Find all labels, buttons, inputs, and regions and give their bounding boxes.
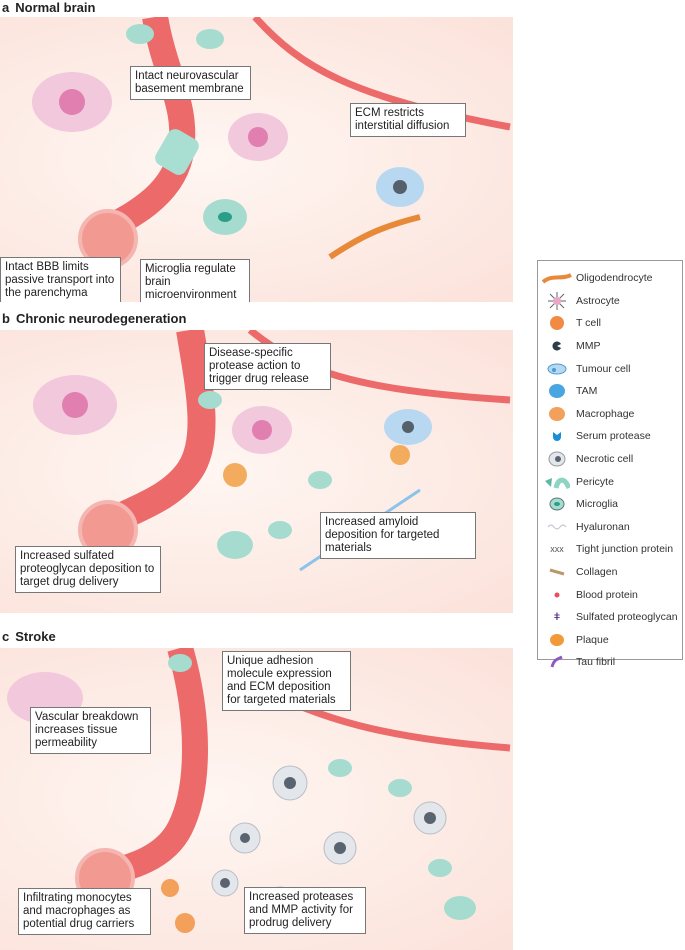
- legend-item-tam: TAM: [542, 380, 678, 403]
- callout-intact-bbb: Intact BBB limits passive transport into…: [0, 257, 121, 302]
- neurodegeneration-illustration: [33, 330, 511, 572]
- plaque-icon: [542, 633, 572, 647]
- legend-item-astrocyte: Astrocyte: [542, 290, 678, 313]
- tam-icon: [542, 383, 572, 399]
- pericyte-icon: [542, 475, 572, 489]
- serum-protease-icon: [542, 431, 572, 442]
- legend-item-tau-fibril: Tau fibril: [542, 651, 678, 674]
- t-cell-icon: [542, 315, 572, 331]
- legend-item-necrotic-cell: Necrotic cell: [542, 448, 678, 471]
- legend-item-microglia: Microglia: [542, 493, 678, 516]
- tumour-cell-icon: [542, 362, 572, 376]
- stroke-illustration: [7, 648, 511, 933]
- legend-item-collagen: Collagen: [542, 561, 678, 584]
- microglia-icon: [542, 496, 572, 512]
- tau-fibril-icon: [542, 655, 572, 669]
- hyaluronan-icon: [542, 523, 572, 531]
- necrotic-cell-icon: [542, 451, 572, 467]
- legend: Oligodendrocyte Astrocyte T cell MMP Tum…: [537, 260, 683, 668]
- legend-item-mmp: MMP: [542, 335, 678, 358]
- blood-protein-icon: [542, 592, 572, 598]
- panel-stroke: Unique adhesion molecule expression and …: [0, 648, 513, 950]
- callout-adhesion-molecule: Unique adhesion molecule expression and …: [222, 651, 351, 711]
- callout-sulfated-proteoglycan: Increased sulfated proteoglycan depositi…: [15, 546, 161, 593]
- tight-junction-icon: xxx: [550, 544, 564, 555]
- normal-brain-illustration: [32, 17, 511, 269]
- callout-ecm-diffusion: ECM restricts interstitial diffusion: [350, 103, 466, 137]
- panel-chronic-neurodegeneration: Disease-specific protease action to trig…: [0, 330, 513, 613]
- legend-item-t-cell: T cell: [542, 312, 678, 335]
- collagen-icon: [542, 568, 572, 576]
- mmp-icon: [542, 341, 572, 351]
- legend-item-macrophage: Macrophage: [542, 403, 678, 426]
- callout-basement-membrane: Intact neurovascular basement membrane: [130, 66, 251, 100]
- oligodendrocyte-icon: [542, 272, 572, 284]
- callout-microglia: Microglia regulate brain microenvironmen…: [140, 259, 250, 302]
- callout-vascular-breakdown: Vascular breakdown increases tissue perm…: [30, 707, 151, 754]
- callout-protease-action: Disease-specific protease action to trig…: [204, 343, 331, 390]
- legend-item-hyaluronan: Hyaluronan: [542, 516, 678, 539]
- legend-item-plaque: Plaque: [542, 629, 678, 652]
- legend-item-blood-protein: Blood protein: [542, 583, 678, 606]
- legend-item-oligodendrocyte: Oligodendrocyte: [542, 267, 678, 290]
- astrocyte-icon: [542, 291, 572, 310]
- legend-item-pericyte: Pericyte: [542, 470, 678, 493]
- legend-item-tumour-cell: Tumour cell: [542, 357, 678, 380]
- callout-infiltrating-monocytes: Infiltrating monocytes and macrophages a…: [18, 888, 151, 935]
- panel-normal-brain: Intact neurovascular basement membrane E…: [0, 17, 513, 302]
- callout-amyloid-deposition: Increased amyloid deposition for targete…: [320, 512, 476, 559]
- macrophage-icon: [542, 406, 572, 422]
- callout-proteases-mmp: Increased proteases and MMP activity for…: [244, 887, 366, 934]
- legend-item-serum-protease: Serum protease: [542, 425, 678, 448]
- sulfated-proteoglycan-icon: ǂ: [553, 611, 561, 624]
